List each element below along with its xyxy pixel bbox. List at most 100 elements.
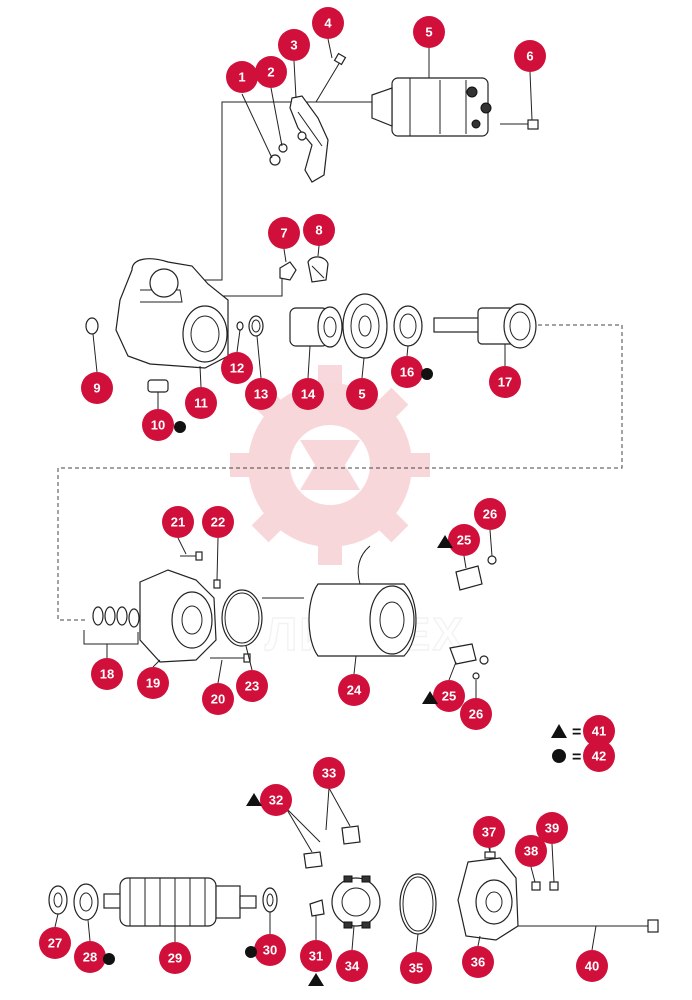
- callout-marker: 37: [473, 816, 505, 853]
- callout-label: 33: [322, 766, 336, 781]
- callout-label: 12: [230, 361, 244, 376]
- callout-label: 6: [526, 49, 533, 64]
- callout-marker: 19: [137, 659, 169, 699]
- callout-marker: 11: [185, 365, 217, 419]
- callout-label: 29: [168, 951, 182, 966]
- callout-label: 1: [238, 70, 245, 85]
- legend-row: = 42: [552, 740, 615, 772]
- callout-label: 8: [315, 223, 322, 238]
- callout-marker: 29: [159, 926, 191, 974]
- callout-label: 24: [347, 683, 362, 698]
- callout-marker: 36: [462, 935, 494, 978]
- callout-marker: 26: [474, 498, 506, 557]
- callout-marker: 9: [81, 333, 113, 404]
- callout-label: 20: [211, 692, 225, 707]
- dot-icon: [174, 421, 186, 433]
- shift-lever: [269, 52, 347, 183]
- callout-marker: 30: [254, 912, 286, 966]
- callout-marker: 7: [268, 217, 300, 263]
- callout-marker: 18: [91, 644, 123, 690]
- callout-marker: 23: [236, 645, 268, 702]
- callout-label: 13: [254, 387, 268, 402]
- callout-label: 2: [267, 65, 274, 80]
- callout-marker: 34: [336, 925, 368, 982]
- legend-equals: =: [572, 724, 581, 741]
- callout-marker: 5: [346, 357, 378, 410]
- callout-marker: 32: [260, 784, 292, 816]
- callout-label: 36: [471, 955, 485, 970]
- triangle-icon: [437, 535, 453, 548]
- callout-markers: 1 2 3 4 5 6 7 8 5 9 10 11 12 13 14 16 17…: [39, 7, 608, 984]
- callout-label: 9: [93, 381, 100, 396]
- dot-icon: [421, 368, 433, 380]
- callout-label: 11: [194, 396, 208, 411]
- callout-marker: 5: [413, 16, 445, 78]
- callout-marker: 16: [391, 345, 423, 388]
- callout-marker: 24: [338, 655, 370, 706]
- triangle-icon: [246, 793, 262, 806]
- callout-marker: 31: [300, 916, 332, 972]
- legend-ref: 41: [592, 724, 606, 739]
- callout-marker: 10: [142, 392, 174, 441]
- drive-housing: [85, 258, 264, 393]
- callout-marker: 8: [303, 214, 335, 257]
- callout-label: 39: [545, 821, 559, 836]
- callout-label: 10: [151, 418, 165, 433]
- callout-label: 21: [171, 515, 185, 530]
- callout-marker: 26: [460, 680, 492, 730]
- callout-marker: 35: [400, 933, 432, 984]
- callout-label: 34: [345, 959, 360, 974]
- callout-label: 19: [146, 676, 160, 691]
- callout-label: 40: [585, 959, 599, 974]
- small-parts-7-8: [279, 256, 329, 283]
- dot-icon: [552, 749, 566, 763]
- callout-marker: 12: [221, 329, 253, 384]
- callout-marker: 2: [255, 56, 287, 147]
- callout-label: 18: [100, 667, 114, 682]
- callout-label: 7: [280, 226, 287, 241]
- callout-label: 16: [400, 365, 414, 380]
- yoke-assembly: [83, 545, 497, 680]
- callout-marker: 6: [514, 40, 546, 121]
- callout-marker: 25: [448, 524, 480, 569]
- callout-label: 37: [482, 825, 496, 840]
- callout-label: 23: [245, 679, 259, 694]
- callout-marker: 38: [515, 835, 547, 883]
- dot-icon: [103, 953, 115, 965]
- solenoid: [371, 77, 539, 137]
- callout-marker: 14: [292, 345, 324, 410]
- symbol-legend: = 41 = 42: [551, 715, 615, 772]
- callout-marker: 28: [74, 919, 106, 973]
- callout-label: 28: [83, 950, 97, 965]
- callout-label: 25: [457, 533, 471, 548]
- pinion-and-shaft: [289, 293, 537, 359]
- callout-marker: 39: [536, 812, 568, 883]
- legend-row: = 41: [551, 715, 615, 747]
- callout-label: 38: [524, 844, 538, 859]
- callout-label: 26: [469, 707, 483, 722]
- callout-label: 5: [425, 25, 432, 40]
- callout-marker: 27: [39, 913, 71, 959]
- callout-label: 5: [358, 387, 365, 402]
- callout-marker: 1: [226, 61, 273, 159]
- callout-label: 4: [324, 16, 332, 31]
- callout-marker: 21: [162, 506, 194, 555]
- callout-label: 27: [48, 936, 62, 951]
- callout-symbols: [103, 368, 453, 986]
- callout-marker: 22: [202, 506, 234, 581]
- callout-marker: 17: [489, 344, 521, 398]
- callout-label: 35: [409, 961, 423, 976]
- callout-label: 17: [498, 375, 512, 390]
- triangle-icon: [308, 973, 324, 986]
- triangle-icon: [551, 724, 567, 738]
- triangle-icon: [422, 691, 438, 704]
- callout-marker: 25: [433, 661, 465, 712]
- callout-marker: 40: [576, 925, 608, 982]
- callout-label: 32: [269, 793, 283, 808]
- callout-label: 22: [211, 515, 225, 530]
- callout-marker: 33: [313, 757, 345, 789]
- callout-label: 25: [442, 689, 456, 704]
- dot-icon: [245, 946, 257, 958]
- callout-label: 14: [301, 387, 316, 402]
